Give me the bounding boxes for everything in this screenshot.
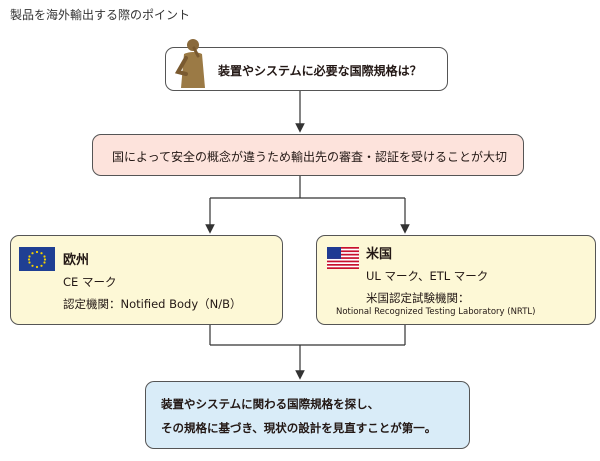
us-box: [316, 235, 596, 325]
europe-title: 欧州: [63, 253, 90, 268]
us-line-3: Notional Recognized Testing Laboratory (…: [336, 307, 536, 317]
conclusion-box: [145, 381, 470, 449]
europe-line-1: CE マーク: [63, 275, 117, 289]
conclusion-line-2: その規格に基づき、現状の設計を見直すことが第一。: [161, 421, 437, 435]
key-point-box: [92, 134, 524, 176]
europe-box: [10, 235, 283, 325]
conclusion-line-1: 装置やシステムに関わる国際規格を探し、: [161, 397, 380, 411]
question-box: [165, 47, 448, 91]
us-line-2: 米国認定試験機関：: [366, 291, 470, 305]
question-text: 装置やシステムに必要な国際規格は？: [218, 64, 422, 78]
thinking-person-icon: [174, 39, 205, 88]
page-heading: 製品を海外輸出する際のポイント: [10, 8, 191, 22]
europe-line-2: 認定機関：Notified Body（N/B）: [63, 297, 242, 311]
us-flag-icon: [327, 247, 359, 269]
us-title: 米国: [366, 247, 393, 262]
key-point-text: 国によって安全の概念が違うため輸出先の審査・認証を受けることが大切: [112, 150, 508, 164]
eu-flag-icon: [19, 247, 55, 271]
us-line-1: UL マーク、ETL マーク: [366, 269, 489, 283]
